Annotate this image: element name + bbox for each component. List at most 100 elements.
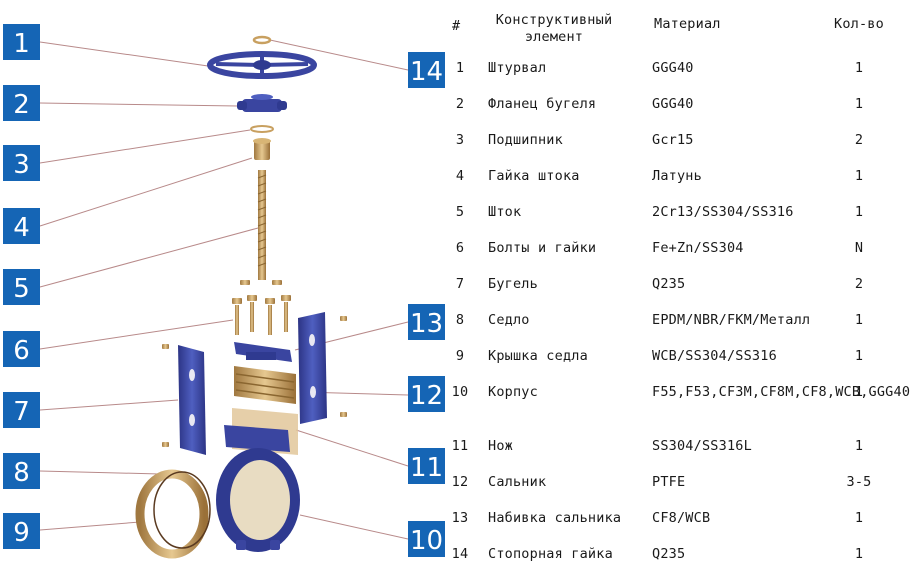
row-qty: 1: [854, 348, 864, 364]
row-qty: 3-5: [846, 474, 872, 490]
svg-text:6: 6: [13, 336, 30, 366]
row-element: Нож: [488, 438, 513, 454]
callout-7: 7: [3, 392, 40, 428]
row-num: 6: [455, 240, 465, 256]
callouts: 1 2 3 4 5 6 7 8 9 10 11 12 13 14: [3, 24, 445, 557]
table-row: 5 Шток 2Cr13/SS304/SS316 1: [444, 194, 894, 230]
row-element: Стопорная гайка: [488, 546, 613, 562]
svg-text:14: 14: [410, 57, 443, 87]
row-material: Латунь: [652, 168, 702, 184]
callout-2: 2: [3, 85, 40, 121]
table-header: # Конструктивный элемент Материал Кол-во: [444, 8, 894, 50]
row-material: 2Cr13/SS304/SS316: [652, 204, 794, 220]
parts-table: # Конструктивный элемент Материал Кол-во…: [444, 8, 910, 572]
svg-text:7: 7: [13, 397, 30, 427]
svg-text:5: 5: [13, 274, 30, 304]
callout-9: 9: [3, 513, 40, 549]
yoke-right: [298, 312, 327, 424]
row-element: Подшипник: [488, 132, 563, 148]
stem: [257, 170, 267, 280]
callout-14: 14: [408, 52, 445, 88]
seat: [153, 471, 211, 549]
leader-lines: [39, 39, 409, 540]
row-qty: 2: [854, 276, 864, 292]
row-num: 11: [451, 438, 469, 454]
row-num: 13: [451, 510, 469, 526]
header-qty: Кол-во: [834, 16, 884, 32]
row-material: Q235: [652, 546, 686, 562]
row-material: PTFE: [652, 474, 686, 490]
callout-8: 8: [3, 453, 40, 489]
row-material: Fe+Zn/SS304: [652, 240, 744, 256]
row-element: Крышка седла: [488, 348, 588, 364]
table-row: 6 Болты и гайки Fe+Zn/SS304 N: [444, 230, 894, 266]
row-qty: 1: [854, 384, 864, 400]
table-row: 14 Стопорная гайка Q235 1: [444, 536, 894, 572]
row-num: 14: [451, 546, 469, 562]
row-element: Гайка штока: [488, 168, 580, 184]
row-element: Болты и гайки: [488, 240, 597, 256]
row-num: 1: [455, 60, 465, 76]
row-element: Фланец бугеля: [488, 96, 597, 112]
row-qty: 1: [854, 546, 864, 562]
row-material: GGG40: [652, 96, 694, 112]
svg-text:8: 8: [13, 458, 30, 488]
row-num: 3: [455, 132, 465, 148]
stem-nut: [253, 138, 271, 160]
yoke-flange: [237, 94, 287, 112]
handwheel: [207, 51, 317, 79]
row-element: Седло: [488, 312, 530, 328]
svg-text:4: 4: [13, 213, 30, 243]
row-material: SS304/SS316L: [652, 438, 752, 454]
yoke-left: [178, 345, 206, 455]
callout-12: 12: [408, 376, 445, 412]
row-qty: 1: [854, 60, 864, 76]
packing-gland: [234, 342, 292, 362]
table-row: 8 Седло EPDM/NBR/FKM/Металл 1: [444, 302, 894, 338]
row-qty: 1: [854, 168, 864, 184]
row-qty: 1: [854, 96, 864, 112]
row-qty: 1: [854, 204, 864, 220]
header-num: #: [452, 18, 461, 34]
callout-5: 5: [3, 269, 40, 305]
svg-text:11: 11: [410, 453, 443, 483]
callout-4: 4: [3, 208, 40, 244]
row-element: Бугель: [488, 276, 538, 292]
svg-text:10: 10: [410, 526, 443, 556]
row-num: 8: [455, 312, 465, 328]
bearing: [250, 125, 274, 133]
row-material: EPDM/NBR/FKM/Металл: [652, 312, 811, 328]
header-element: Конструктивный элемент: [495, 12, 613, 45]
svg-text:9: 9: [13, 518, 30, 548]
svg-text:3: 3: [13, 150, 30, 180]
row-qty: 1: [854, 312, 864, 328]
row-element: Набивка сальника: [488, 510, 622, 526]
row-element: Корпус: [488, 384, 538, 400]
seat-retainer: [135, 469, 209, 559]
callout-3: 3: [3, 145, 40, 181]
callout-1: 1: [3, 24, 40, 60]
row-num: 12: [451, 474, 469, 490]
bolts-and-nuts: [162, 280, 347, 447]
row-num: 4: [455, 168, 465, 184]
row-num: 5: [455, 204, 465, 220]
row-num: 9: [455, 348, 465, 364]
row-element: Шток: [488, 204, 522, 220]
row-element: Штурвал: [488, 60, 547, 76]
lock-nut: [252, 35, 272, 45]
svg-text:12: 12: [410, 381, 443, 411]
callout-13: 13: [408, 304, 445, 340]
row-qty: N: [854, 240, 864, 256]
row-qty: 1: [854, 510, 864, 526]
row-material: Q235: [652, 276, 686, 292]
row-material: F55,F53,CF3M,CF8M,CF8,WCB,GGG40: [652, 384, 910, 400]
